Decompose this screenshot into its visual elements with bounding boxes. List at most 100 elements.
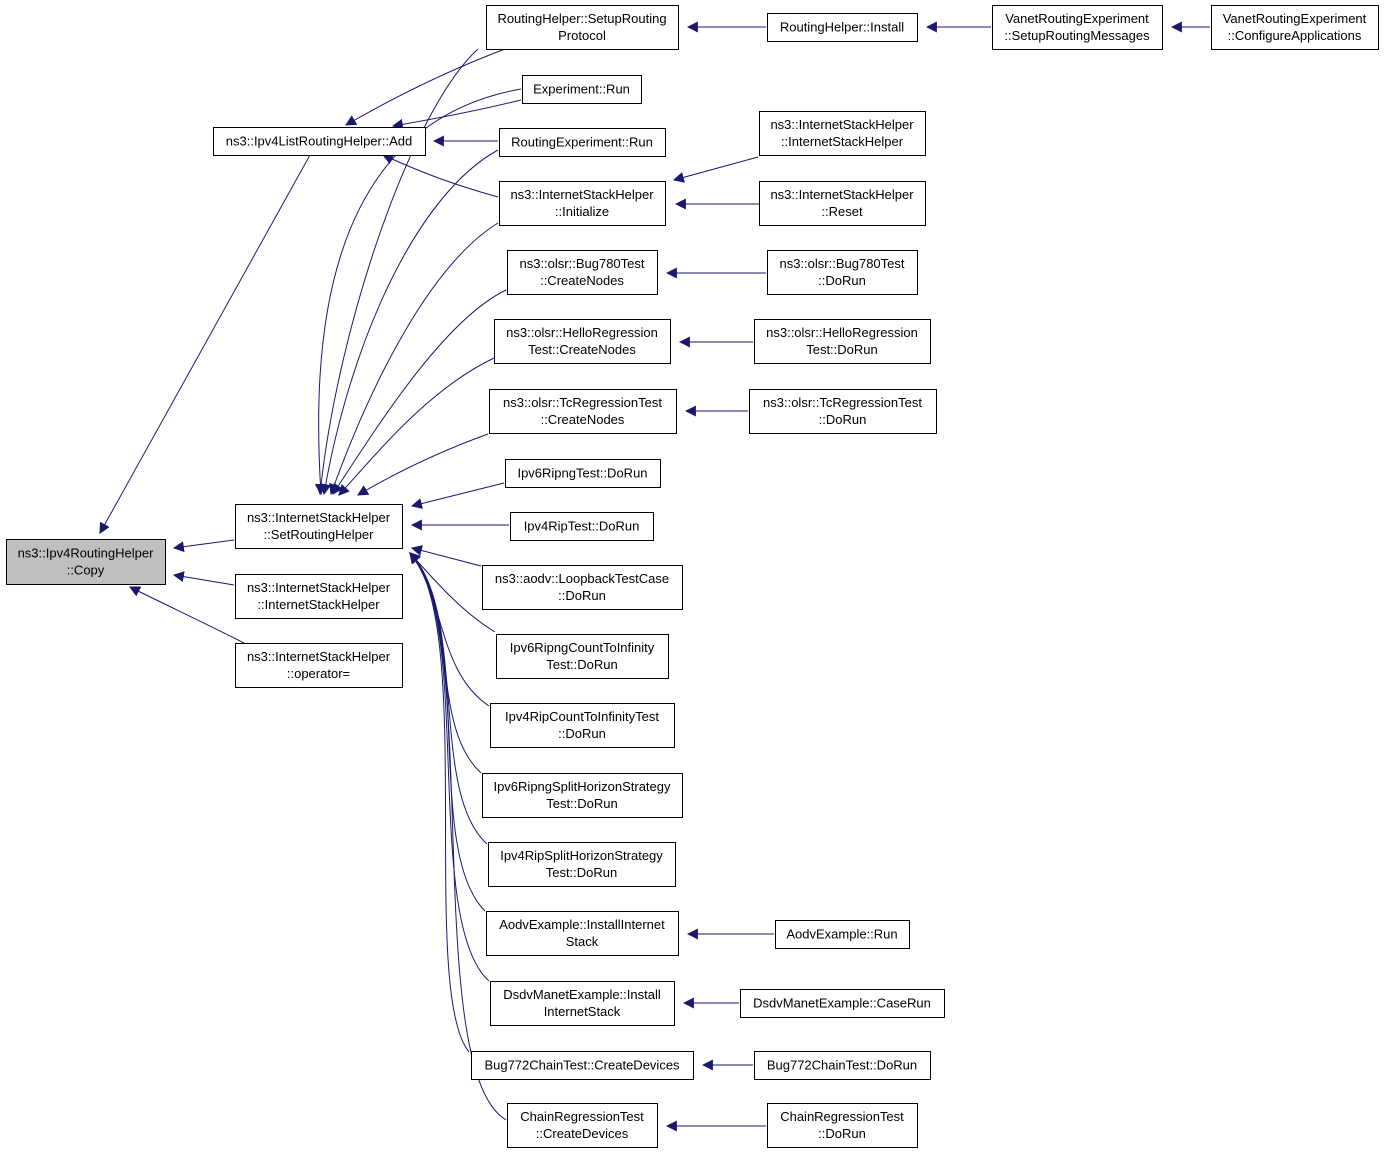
node-box [235, 643, 403, 688]
edge-aodv_loop-to-setrh [410, 545, 482, 567]
node-label-line: Protocol [558, 28, 606, 43]
node-box [471, 1051, 694, 1080]
edges [99, 21, 1210, 1132]
node-box [754, 319, 931, 364]
node-box [496, 634, 669, 679]
node-box [235, 574, 403, 619]
edge-bug780_cn-to-setrh [332, 289, 507, 495]
node-label-line: ::DoRun [819, 412, 867, 427]
node-label-line: ::SetupRoutingMessages [1004, 28, 1150, 43]
edge-exp_run-to-add [391, 99, 522, 130]
node-rh_install[interactable]: RoutingHelper::Install [767, 13, 918, 42]
node-box [775, 920, 910, 949]
node-label-line: Test::DoRun [546, 796, 618, 811]
node-box [488, 842, 676, 887]
node-label-line: ns3::olsr::TcRegressionTest [763, 395, 922, 410]
node-label-line: Experiment::Run [533, 82, 630, 97]
edge-rip_cti-to-setrh [409, 552, 490, 707]
node-label-line: ::Copy [67, 563, 105, 578]
node-box [486, 911, 679, 956]
node-label-line: Ipv4RipSplitHorizonStrategy [500, 848, 663, 863]
edge-ripng_dorun-to-setrh [410, 482, 505, 509]
node-label-line: ::CreateNodes [541, 412, 625, 427]
node-label-line: ::DoRun [818, 1126, 866, 1141]
edge-exp_run-to-setrh [314, 88, 522, 496]
node-rexp_run[interactable]: RoutingExperiment::Run [499, 128, 666, 157]
edge-rh_setup-to-setrh [315, 48, 479, 496]
node-label-line: Ipv4RipTest::DoRun [524, 519, 640, 534]
node-box [235, 504, 403, 549]
node-rip_cti[interactable]: Ipv4RipCountToInfinityTest::DoRun [490, 703, 675, 748]
node-rip_dorun[interactable]: Ipv4RipTest::DoRun [510, 512, 654, 541]
node-label-line: RoutingHelper::Install [780, 20, 904, 35]
node-setrh[interactable]: ns3::InternetStackHelper::SetRoutingHelp… [235, 504, 403, 549]
node-ish_init[interactable]: ns3::InternetStackHelper::Initialize [499, 181, 666, 226]
node-chain_cd[interactable]: ChainRegressionTest::CreateDevices [507, 1103, 658, 1148]
node-copy[interactable]: ns3::Ipv4RoutingHelper::Copy [6, 539, 166, 585]
edge-ish_ctor-to-copy [172, 571, 235, 586]
node-ish_ctor2[interactable]: ns3::InternetStackHelper::InternetStackH… [759, 111, 926, 156]
node-label-line: ::InternetStackHelper [257, 597, 380, 612]
node-bug780_cn[interactable]: ns3::olsr::Bug780Test::CreateNodes [507, 250, 658, 295]
node-label-line: InternetStack [544, 1004, 621, 1019]
node-label-line: Stack [566, 934, 599, 949]
node-exp_run[interactable]: Experiment::Run [522, 75, 642, 104]
node-ish_ctor[interactable]: ns3::InternetStackHelper::InternetStackH… [235, 574, 403, 619]
node-aodvex_run[interactable]: AodvExample::Run [775, 920, 910, 949]
node-label-line: ::DoRun [558, 726, 606, 741]
node-label-line: VanetRoutingExperiment [1223, 11, 1367, 26]
node-add[interactable]: ns3::Ipv4ListRoutingHelper::Add [213, 127, 426, 156]
node-hello_cn[interactable]: ns3::olsr::HelloRegressionTest::CreateNo… [494, 319, 671, 364]
node-vre_setup[interactable]: VanetRoutingExperiment::SetupRoutingMess… [992, 5, 1163, 50]
node-box [749, 389, 937, 434]
node-label-line: ::DoRun [818, 273, 866, 288]
node-bug772_dorun[interactable]: Bug772ChainTest::DoRun [754, 1051, 931, 1080]
node-label-line: ns3::InternetStackHelper [247, 649, 391, 664]
edge-dsdv_install-to-setrh [409, 552, 490, 982]
node-box [507, 1103, 658, 1148]
node-bug780_dorun[interactable]: ns3::olsr::Bug780Test::DoRun [767, 250, 918, 295]
node-vre_config[interactable]: VanetRoutingExperiment::ConfigureApplica… [1211, 5, 1379, 50]
edge-chain_cd-to-setrh [409, 552, 507, 1121]
edge-ripng_shs-to-setrh [409, 552, 482, 774]
node-aodv_loop[interactable]: ns3::aodv::LoopbackTestCase::DoRun [482, 565, 683, 610]
node-box [213, 127, 426, 156]
node-dsdv_caserun[interactable]: DsdvManetExample::CaseRun [740, 989, 945, 1018]
node-label-line: ns3::olsr::HelloRegression [766, 325, 918, 340]
node-ish_reset[interactable]: ns3::InternetStackHelper::Reset [759, 181, 926, 226]
node-label-line: ns3::olsr::TcRegressionTest [503, 395, 662, 410]
node-box [759, 111, 926, 156]
node-box [494, 319, 671, 364]
node-box [499, 128, 666, 157]
node-label-line: ns3::aodv::LoopbackTestCase [495, 571, 669, 586]
node-chain_dorun[interactable]: ChainRegressionTest::DoRun [767, 1103, 918, 1148]
node-ish_op[interactable]: ns3::InternetStackHelper::operator= [235, 643, 403, 688]
node-label-line: Ipv6RipngSplitHorizonStrategy [493, 779, 671, 794]
node-box [767, 250, 918, 295]
node-tc_dorun[interactable]: ns3::olsr::TcRegressionTest::DoRun [749, 389, 937, 434]
node-bug772_cd[interactable]: Bug772ChainTest::CreateDevices [471, 1051, 694, 1080]
edge-rexp_run-to-setrh [320, 149, 499, 496]
node-label-line: Bug772ChainTest::DoRun [767, 1058, 917, 1073]
node-box [490, 703, 675, 748]
node-label-line: Test::DoRun [806, 342, 878, 357]
node-label-line: ::ConfigureApplications [1228, 28, 1362, 43]
node-box [499, 181, 666, 226]
node-box [754, 1051, 931, 1080]
node-label-line: VanetRoutingExperiment [1005, 11, 1149, 26]
node-tc_cn[interactable]: ns3::olsr::TcRegressionTest::CreateNodes [489, 389, 677, 434]
node-label-line: ns3::Ipv4RoutingHelper [18, 546, 155, 561]
node-box [759, 181, 926, 226]
node-ripng_dorun[interactable]: Ipv6RipngTest::DoRun [505, 459, 661, 488]
edge-rh_setup-to-add [345, 48, 506, 126]
node-label-line: ns3::InternetStackHelper [770, 117, 914, 132]
node-label-line: Ipv4RipCountToInfinityTest [505, 709, 659, 724]
edge-ish_init-to-add [381, 154, 499, 198]
